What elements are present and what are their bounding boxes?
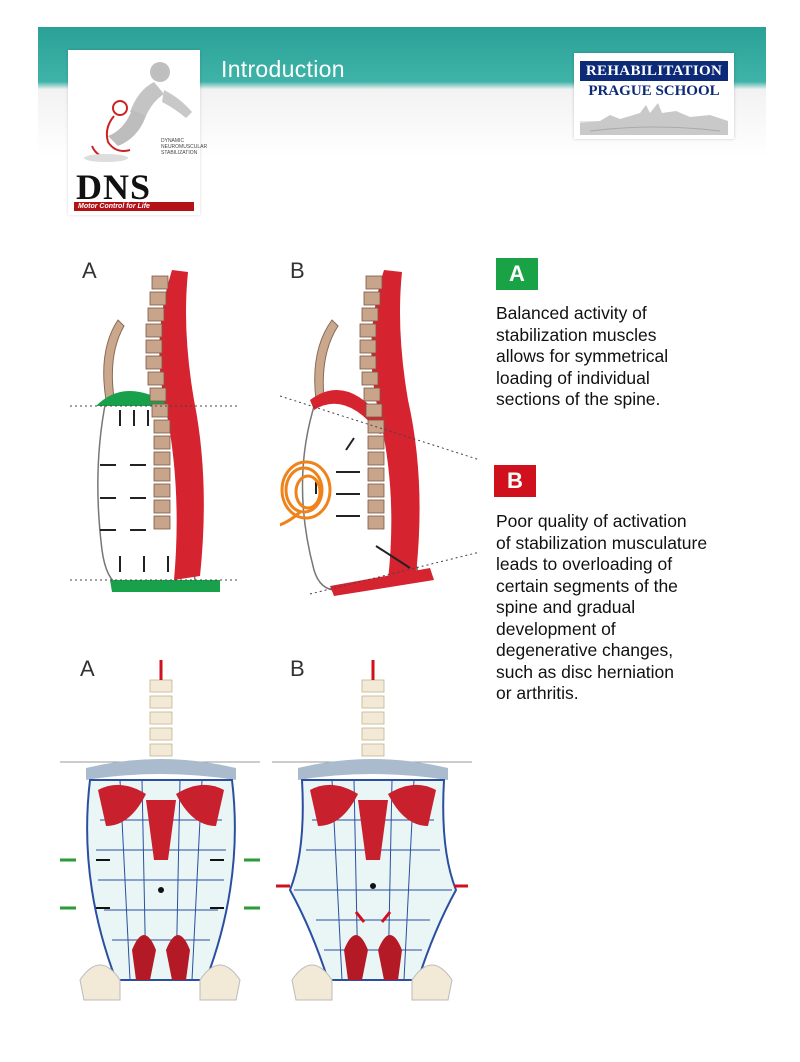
trunk-diagram-balanced [70,270,240,592]
explanation-b-line: such as disc herniation [496,661,675,682]
dns-logo: DYNAMIC NEUROMUSCULAR STABILIZATION DNS … [68,50,207,215]
explanation-b-line: Poor quality of activation [496,511,687,531]
dns-wordmark: DNS [76,167,152,207]
explanation-a-line: sections of the spine. [496,389,661,409]
abdomen-diagram-imbalanced [272,660,472,1001]
page-title: Introduction [221,56,345,82]
explanation-b-line: spine and gradual [496,597,636,617]
dns-subtitle: DYNAMIC NEUROMUSCULAR STABILIZATION [161,138,207,156]
dns-subtitle-line-3: STABILIZATION [161,150,198,156]
figure-bottom-a-label: A [80,656,95,681]
explanation-a-line: stabilization muscles [496,324,657,345]
prague-skyline-illustration [580,103,728,135]
explanation-b-line: or arthritis. [496,683,579,703]
rps-logo: REHABILITATION PRAGUE SCHOOL [574,53,734,139]
dns-tagline-bar [74,202,194,211]
rps-logo-line1: REHABILITATION [580,61,728,81]
figure-top-b-label: B [290,258,305,283]
explanation-b-line: of stabilization musculature [496,532,708,553]
dns-tagline: Motor Control for Life [78,203,150,210]
explanation-b-line: certain segments of the [496,575,678,596]
trunk-diagram-imbalanced [280,270,480,596]
explanation-b-line: leads to overloading of [496,554,673,574]
explanation-b-text: Poor quality of activation of stabilizat… [496,511,707,705]
explanation-a-line: loading of individual [496,367,650,388]
explanation-b-line: development of [496,618,616,639]
figure-bottom-b-label: B [290,656,305,681]
abdomen-diagram-balanced [60,660,260,1001]
explanation-b-line: degenerative changes, [496,640,674,660]
dns-figure-illustration [84,62,192,162]
explanation-a-line: Balanced activity of [496,303,647,323]
explanation-a-line: allows for symmetrical [496,346,669,366]
dns-subtitle-line-2: NEUROMUSCULAR [161,144,208,150]
explanation-a-badge: A [496,258,538,290]
dns-subtitle-line-1: DYNAMIC [161,138,185,144]
figure-top-a-label: A [82,258,97,283]
explanation-a-text: Balanced activity of stabilization muscl… [496,303,668,411]
explanation-b-badge: B [494,465,536,497]
rps-logo-line2: PRAGUE SCHOOL [588,83,720,99]
